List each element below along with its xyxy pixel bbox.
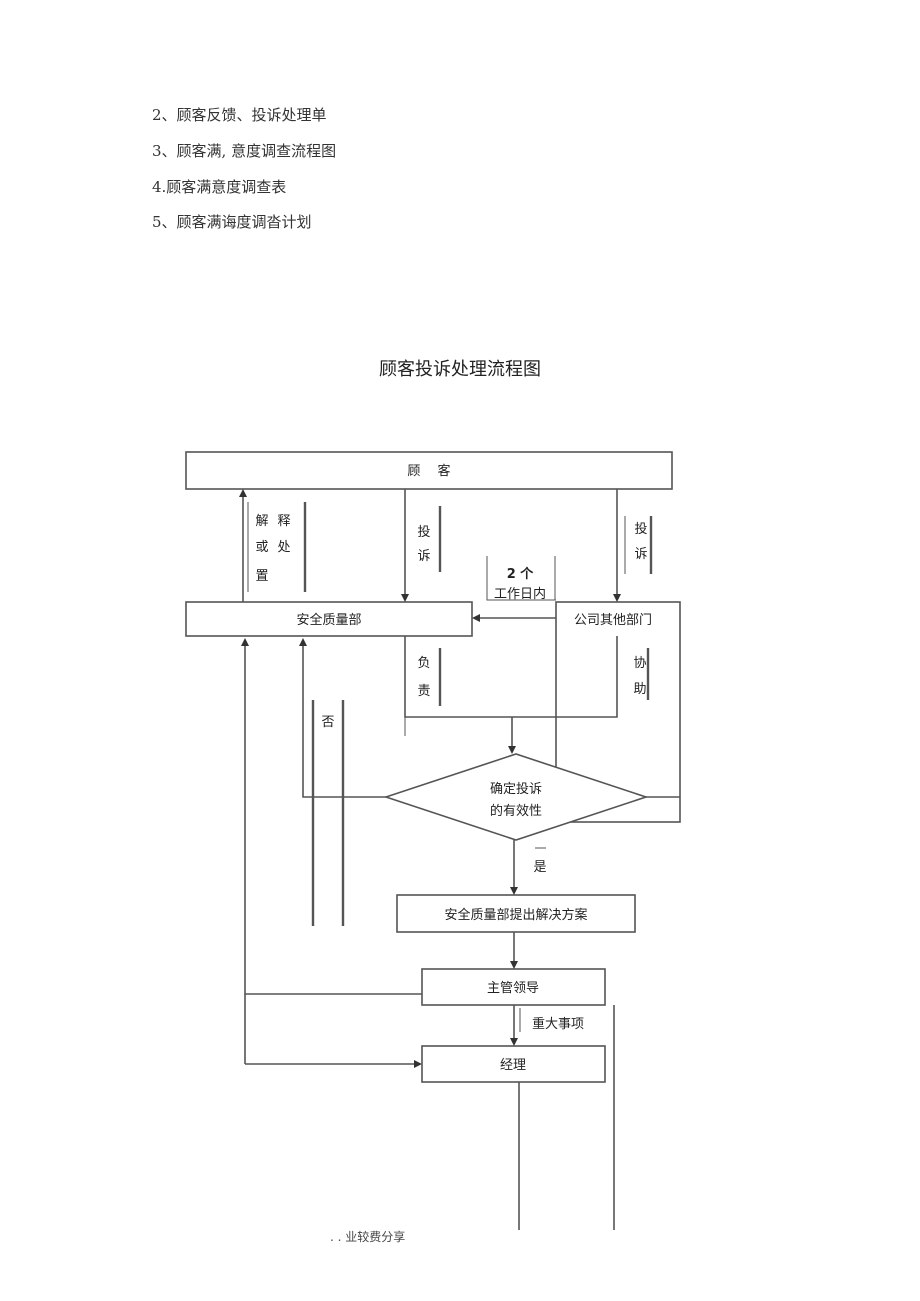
safety-dept-box [185,601,473,637]
solution-label: 安全质量部提出解决方案 [444,907,587,923]
decision-label-1: 确定投诉 [490,781,542,797]
edge-other-assist [512,636,618,718]
decision-label-2: 的有效性 [490,803,542,819]
complain-right-char-1: 投 [634,521,647,537]
assist-char-1: 协 [633,656,646,671]
explain-char-3: 或 [255,540,268,555]
major-label: 重大事项 [532,1016,584,1032]
responsible-char-2: 责 [417,684,430,699]
two-days-label-1: 2 个 [507,566,535,582]
edge-decision-no [299,638,386,798]
other-dept-box [555,601,681,823]
customer-label: 顾 客 [407,463,450,479]
edge-supervisor-safety [241,638,422,995]
decision-diamond [383,753,649,841]
doc-list-item-4: 4.顾客满意度调查表 [152,178,287,196]
no-label: 否 [321,715,334,730]
explain-char-5: 置 [255,569,268,584]
responsible-char-1: 负 [417,656,430,671]
supervisor-label: 主管领导 [487,981,539,996]
complain-left-char-1: 投 [417,524,430,540]
explain-char-2: 释 [277,514,290,529]
doc-list-item-3: 3、顾客满, 意度调查流程图 [152,142,337,160]
customer-box [185,451,673,490]
doc-list-item-2: 2、顾客反馈、投诉处理单 [152,106,327,124]
manager-box [421,1045,606,1083]
supervisor-box [421,968,606,1006]
yes-label: 是 [533,860,546,875]
flowchart-title: 顾客投诉处理流程图 [379,359,541,380]
explain-char-4: 处 [277,540,290,555]
edge-safety-responsible [404,636,512,718]
other-dept-label: 公司其他部门 [574,613,652,628]
doc-list-item-5: 5、顾客满诲度调沓计划 [152,213,312,231]
assist-char-2: 助 [633,682,646,697]
page-footer: . . 业较费分享 [330,1230,406,1244]
manager-label: 经理 [500,1058,526,1073]
complain-left-char-2: 诉 [417,549,430,564]
two-days-label-2: 工作日内 [494,586,546,602]
solution-box [396,894,636,933]
explain-char-1: 解 [255,514,268,529]
complain-right-char-2: 诉 [634,547,647,562]
safety-dept-label: 安全质量部 [296,612,361,628]
